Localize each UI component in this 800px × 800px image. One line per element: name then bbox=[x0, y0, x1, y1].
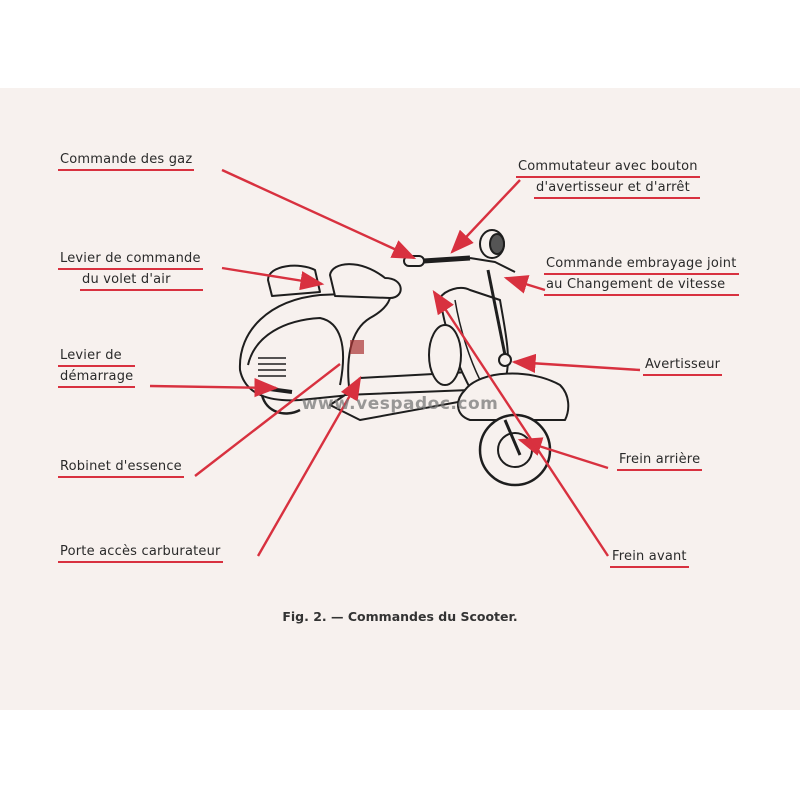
label-front-brake: Frein avant bbox=[610, 547, 689, 568]
leader-front-brake bbox=[432, 289, 610, 557]
label-rear-brake: Frein arrière bbox=[617, 450, 703, 471]
leader-throttle bbox=[221, 168, 417, 260]
leader-kick bbox=[149, 378, 279, 398]
watermark: www.vespadoc.com bbox=[301, 394, 499, 414]
label-horn: Avertisseur bbox=[643, 355, 723, 376]
leader-fuel-tap bbox=[194, 363, 341, 477]
leader-horn bbox=[511, 353, 641, 373]
label-fuel-tap: Robinet d'essence bbox=[58, 457, 184, 478]
label-carb-door: Porte accès carburateur bbox=[58, 542, 223, 563]
figure-caption: Fig. 2. — Commandes du Scooter. bbox=[282, 609, 518, 624]
scooter-drawing bbox=[238, 229, 570, 487]
leader-switch bbox=[450, 179, 521, 254]
leader-choke bbox=[221, 266, 325, 291]
label-throttle: Commande des gaz bbox=[58, 150, 195, 171]
leader-lines bbox=[149, 168, 641, 557]
leader-carb bbox=[256, 375, 362, 557]
leader-clutch bbox=[503, 275, 546, 294]
